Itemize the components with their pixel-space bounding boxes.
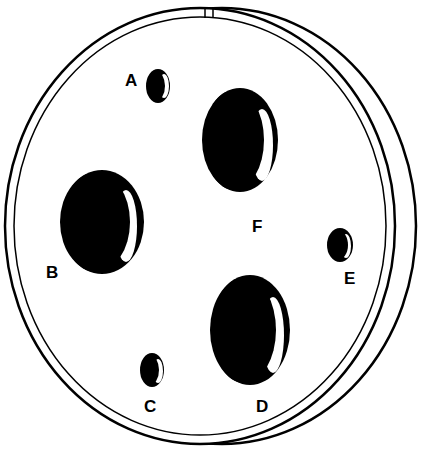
label-holder: D: [256, 398, 268, 416]
hole: [210, 275, 290, 385]
hole-letter: D: [256, 397, 268, 416]
label-holder: E: [344, 270, 355, 288]
hole-letter: C: [144, 397, 156, 416]
hole: [202, 88, 278, 192]
hole-letter: B: [46, 263, 58, 282]
hole: [327, 228, 353, 262]
hole-letter: E: [344, 269, 355, 288]
label-holder: A: [125, 72, 137, 90]
label-holder: F: [252, 218, 262, 236]
hole-letter: A: [125, 71, 137, 90]
hole: [140, 353, 164, 387]
hole: [146, 69, 170, 103]
label-holder: B: [46, 264, 58, 282]
hole-letter: F: [252, 217, 262, 236]
label-holder: C: [144, 398, 156, 416]
hole: [60, 170, 144, 274]
